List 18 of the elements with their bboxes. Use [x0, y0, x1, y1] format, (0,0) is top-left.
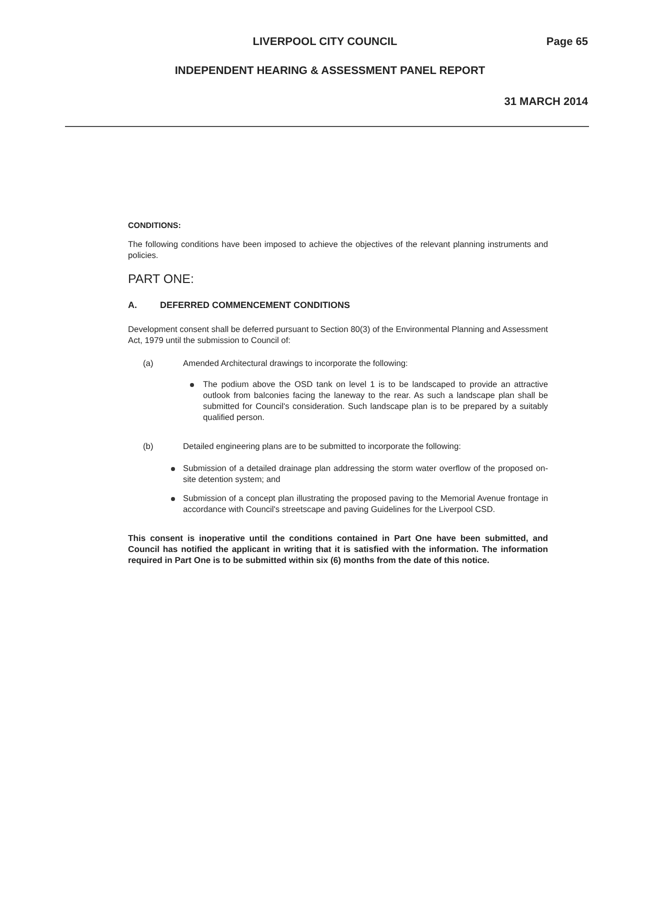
bullet-text: Submission of a detailed drainage plan addressing the storm water overflow of the proposed on-site detention system; and: [183, 463, 548, 485]
list-letter: A.: [128, 300, 138, 311]
list-letter: (a): [143, 358, 154, 369]
list-letter: (b): [143, 441, 154, 452]
paragraph: The following conditions have been imposed to achieve the objectives of the relevant planning instruments and policies.: [128, 239, 548, 261]
section-heading: DEFERRED COMMENCEMENT CONDITIONS: [160, 300, 352, 311]
bullet-text: The podium above the OSD tank on level 1 is to be landscaped to provide an attractive outlook from balconies facing the laneway to the rear. As such a landscape plan shall be submitted for Council's consideration. Such landscape plan is to be prepared by a suitably qualified person.: [203, 379, 548, 423]
bullet-text: Submission of a concept plan illustrating the proposed paving to the Memorial Avenue frontage in accordance with Council's streetscape and paving Guidelines for the Liverpool CSD.: [183, 493, 548, 515]
report-title: INDEPENDENT HEARING & ASSESSMENT PANEL REPORT: [174, 64, 486, 78]
report-date: 31 MARCH 2014: [503, 95, 588, 109]
part-heading: PART ONE:: [128, 272, 195, 286]
page-header: LIVERPOOL CITY COUNCIL: [252, 35, 398, 49]
section-heading: CONDITIONS:: [128, 220, 182, 231]
notice-paragraph: This consent is inoperative until the conditions contained in Part One have been submitted, and Council has notified the applicant in writing that it is satisfied with the information. The information required in Part One is to be submitted within six (6) months from the date of this notice.: [128, 533, 548, 566]
paragraph: Development consent shall be deferred pursuant to Section 80(3) of the Environmental Planning and Assessment Act, 1979 until the submission to Council of:: [128, 324, 548, 346]
page-number: Page 65: [545, 35, 588, 49]
list-item-text: Amended Architectural drawings to incorporate the following:: [183, 358, 409, 369]
list-item-text: Detailed engineering plans are to be submitted to incorporate the following:: [183, 441, 462, 452]
